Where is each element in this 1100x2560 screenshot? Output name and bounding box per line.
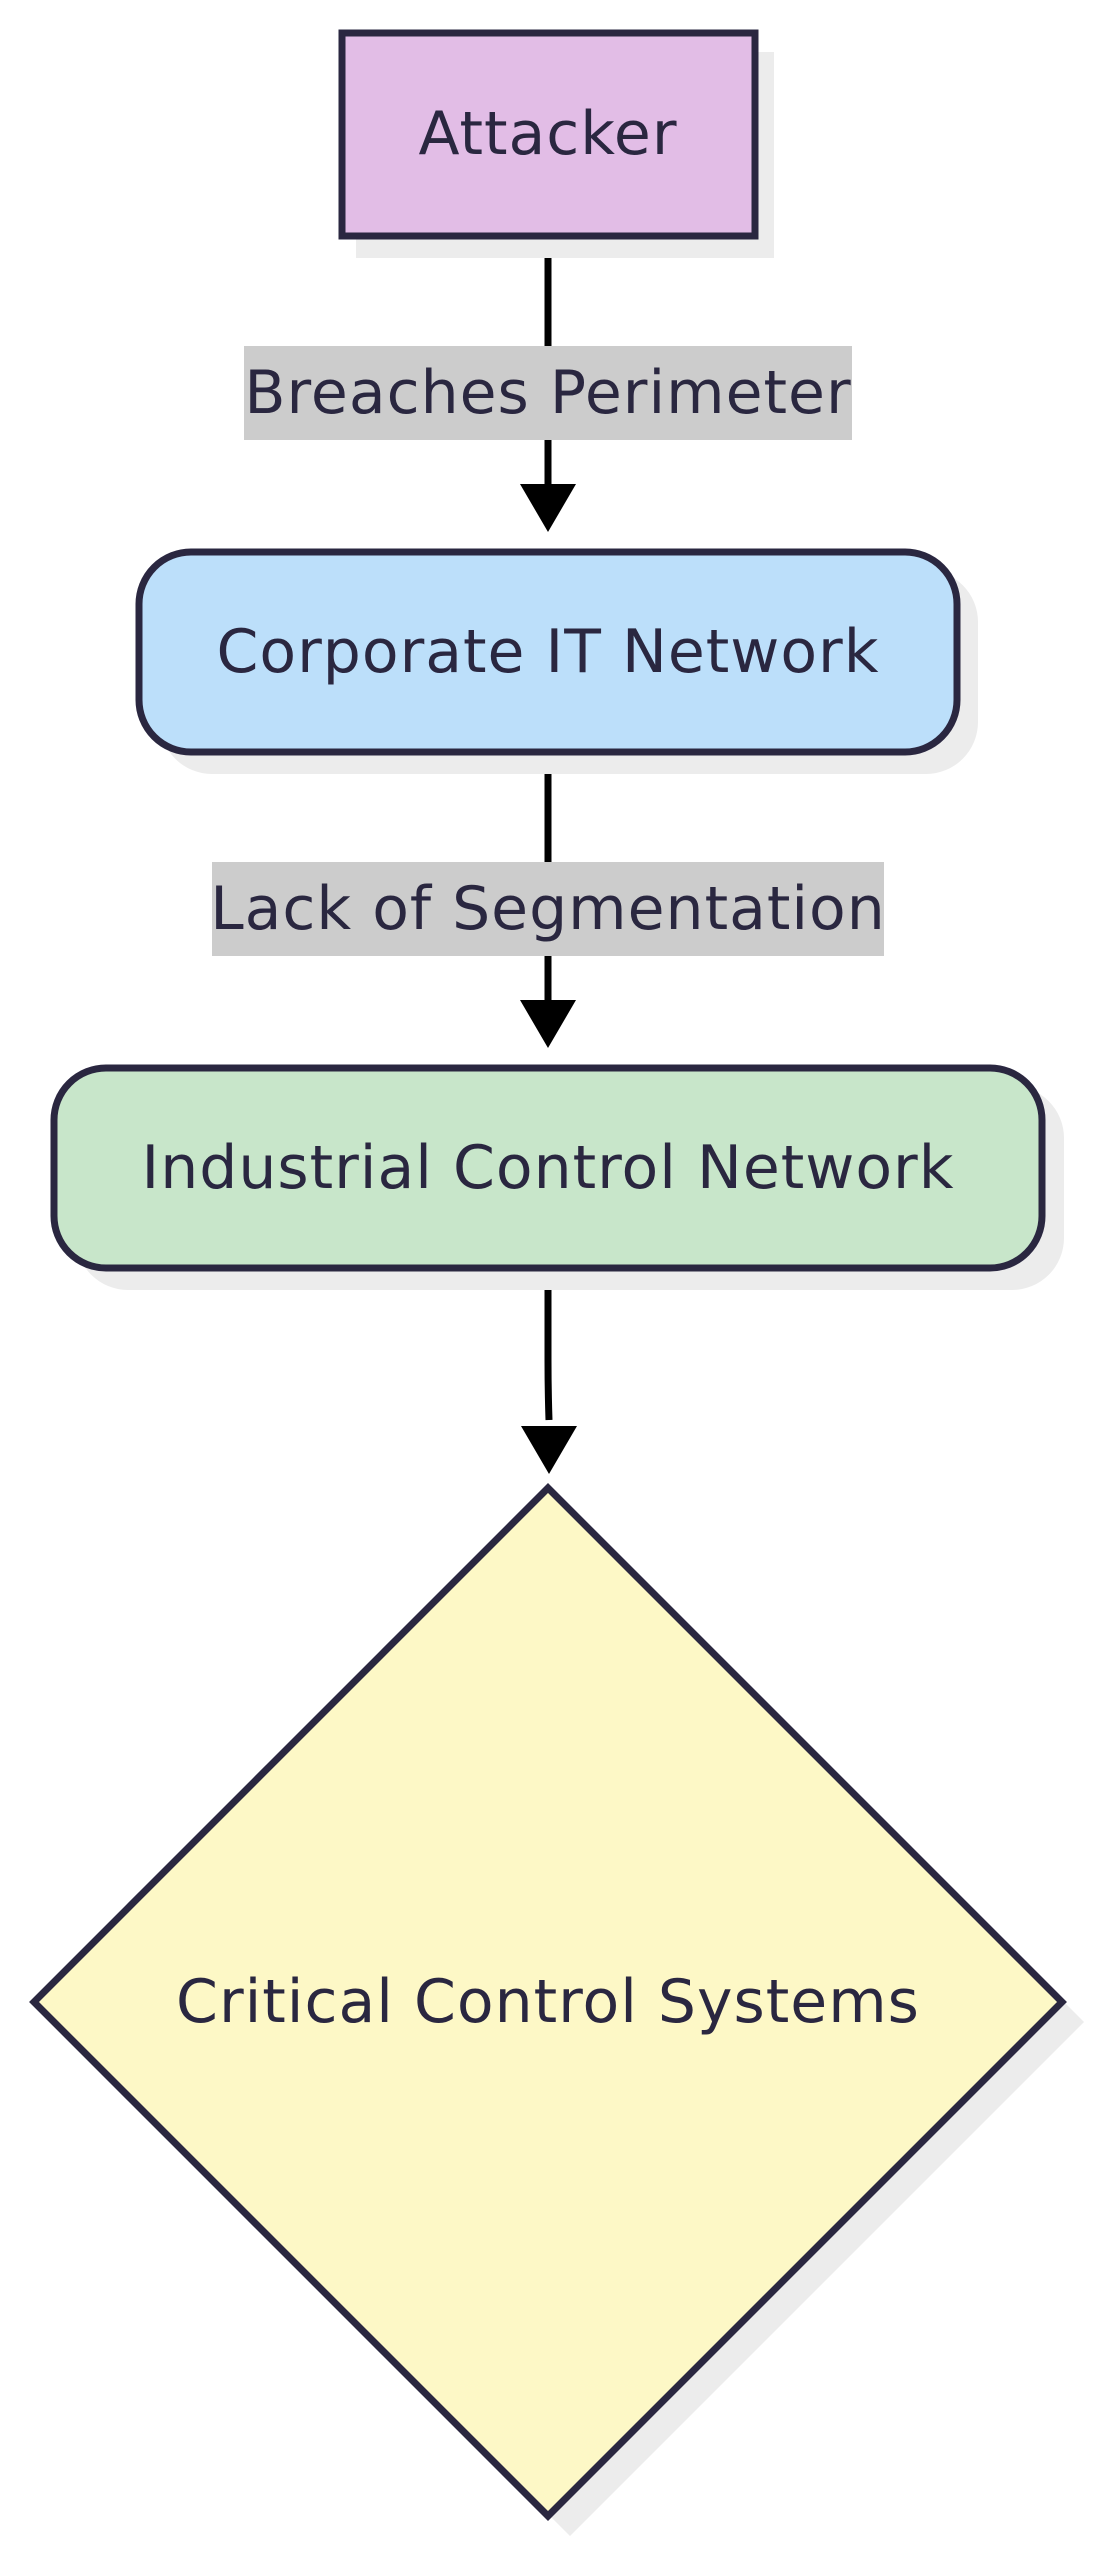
node-box bbox=[50, 1064, 1046, 1272]
edge-label-text: Lack of Segmentation bbox=[210, 874, 886, 944]
node-critical-control-systems: Critical Control Systems bbox=[29, 1483, 1084, 2536]
node-label: Industrial Control Network bbox=[142, 1133, 955, 1203]
node-box bbox=[338, 29, 759, 240]
edge-label-lack-of-segmentation: Lack of Segmentation bbox=[210, 862, 886, 956]
node-diamond bbox=[29, 1483, 1067, 2521]
arrowhead-icon bbox=[520, 484, 576, 532]
node-label: Corporate IT Network bbox=[217, 617, 880, 687]
node-box bbox=[135, 548, 961, 756]
node-industrial-control-network: Industrial Control Network bbox=[50, 1064, 1064, 1290]
node-corporate-it-network: Corporate IT Network bbox=[135, 548, 978, 774]
edge-industrial-control-to-critical-systems bbox=[521, 1268, 577, 1474]
arrowhead-icon bbox=[521, 1426, 577, 1474]
arrowhead-icon bbox=[520, 1000, 576, 1048]
node-label: Critical Control Systems bbox=[176, 1967, 920, 2037]
edge-label-background bbox=[212, 862, 884, 956]
edge-label-breaches-perimeter: Breaches Perimeter bbox=[244, 346, 852, 440]
node-attacker: Attacker bbox=[338, 29, 774, 258]
edge-line bbox=[544, 1268, 553, 1421]
edge-label-background bbox=[244, 346, 852, 440]
node-label: Attacker bbox=[419, 99, 678, 169]
edge-label-text: Breaches Perimeter bbox=[244, 358, 851, 428]
